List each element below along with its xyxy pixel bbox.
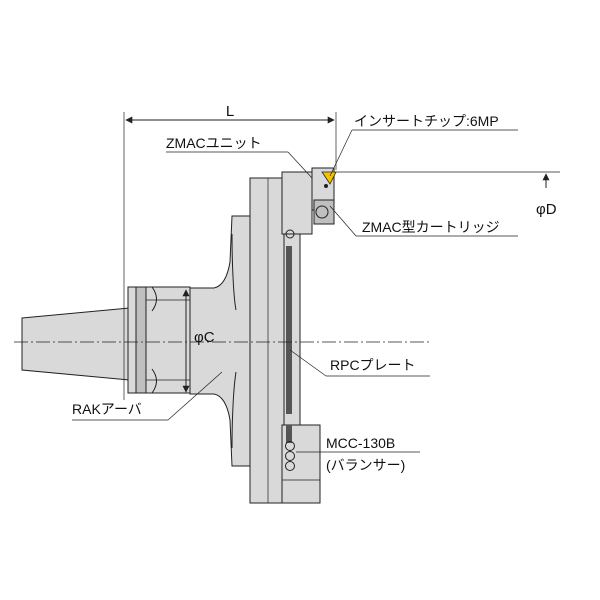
arbor-flange	[127, 286, 191, 394]
rpc-plate	[249, 177, 301, 504]
balancer-name-label: (バランサー)	[326, 457, 405, 473]
insert-tip-label: インサートチップ:6MP	[354, 113, 499, 129]
zmac-unit	[281, 167, 337, 239]
balancer-model-label: MCC-130B	[326, 435, 395, 451]
insert-tip	[321, 171, 337, 185]
zmac-cartridge-label: ZMAC型カートリッジ	[362, 219, 500, 235]
rak-arbor-label: RAKアーバ	[72, 401, 142, 417]
dimension-c-label: φC	[194, 329, 215, 346]
zmac-unit-label: ZMACユニット	[166, 135, 262, 151]
taper-shank	[21, 307, 131, 381]
rpc-plate-label: RPCプレート	[330, 357, 416, 373]
arbor-inner-curve	[231, 233, 237, 449]
dimension-l-label: L	[226, 103, 234, 120]
balancer-mcc-130b	[281, 424, 321, 504]
dimension-d-label: φD	[536, 201, 557, 218]
